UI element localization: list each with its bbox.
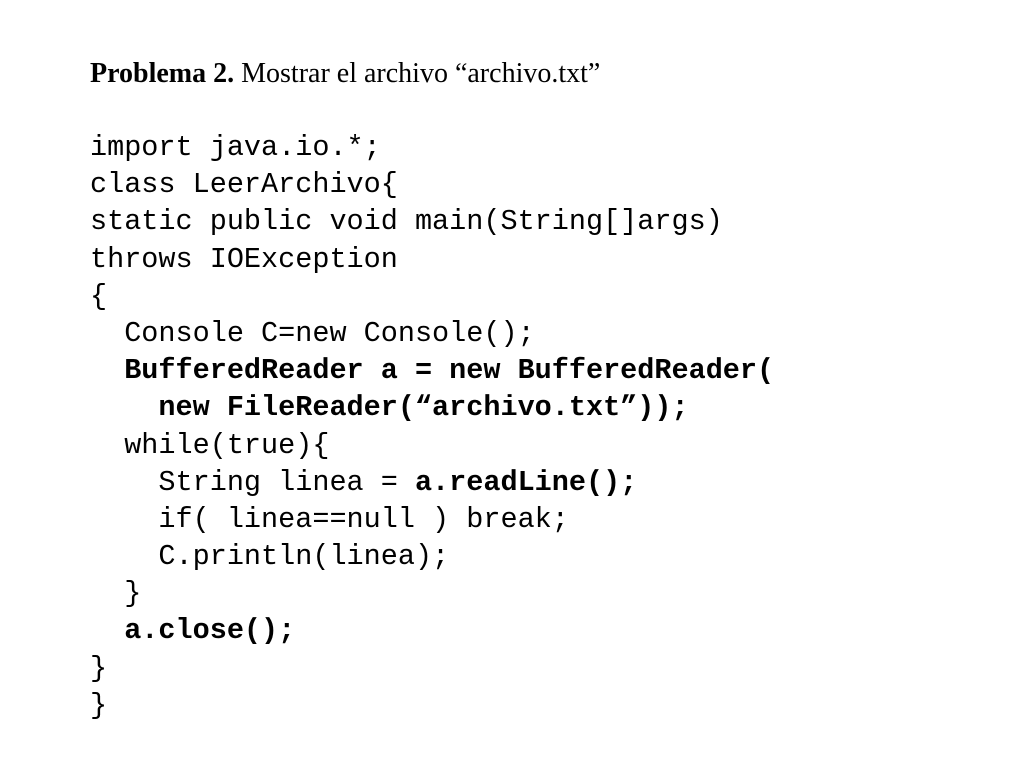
code-line-println: C.println(linea); [90,540,450,574]
code-line-console: Console C=new Console(); [90,316,535,350]
problem-description: Mostrar el archivo “archivo.txt” [234,58,601,89]
code-line-close-while: } [90,577,142,611]
code-line-throws: throws IOException [90,242,398,276]
problem-number: Problema 2. [90,58,235,89]
code-line-close-reader: a.close(); [90,614,296,648]
slide-title: Problema 2. Mostrar el archivo “archivo.… [90,54,600,94]
code-string-declaration: String linea = [90,465,415,499]
code-line-import: import java.io.*; [90,131,381,164]
code-line-filereader: new FileReader(“archivo.txt”)); [90,391,689,425]
code-readline-call: a.readLine(); [414,465,638,499]
code-line-open-brace: { [90,279,108,313]
code-line-if-break: if( linea==null ) break; [90,502,569,536]
code-line-close-main: } [90,651,108,685]
code-line-readline: String linea = a.readLine(); [90,464,774,501]
code-line-main: static public void main(String[]args) [90,205,723,239]
code-line-while: while(true){ [90,428,330,462]
code-block: import java.io.*; class LeerArchivo{stati… [90,129,774,724]
code-line-bufferedreader: BufferedReader a = new BufferedReader( [90,354,775,388]
code-line-close-class: } [90,688,108,722]
code-line-class: class LeerArchivo{ [90,168,398,202]
